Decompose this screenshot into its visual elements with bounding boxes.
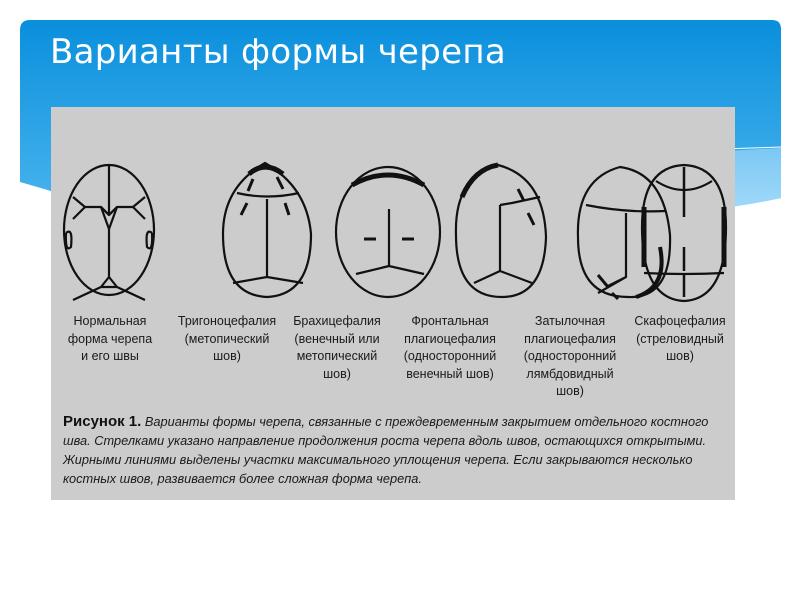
caption-text: Варианты формы черепа, связанные с прежд… — [63, 414, 709, 486]
skull-labels: Нормальная форма черепа и его швы Тригон… — [51, 313, 735, 413]
figure-caption: Рисунок 1. Варианты формы черепа, связан… — [63, 412, 729, 488]
label-trigonocephaly: Тригоноцефалия (метопический шов) — [177, 314, 277, 363]
label-frontal-plagiocephaly: Фронтальная плагиоцефалия (односторонний… — [403, 314, 497, 381]
skull-frontal-plagiocephaly-diagram — [454, 162, 548, 299]
label-scaphocephaly: Скафоцефалия (стреловидный шов) — [634, 314, 726, 363]
label-occipital-plagiocephaly: Затылочная плагиоцефалия (односторонний … — [523, 314, 617, 398]
skull-scaphocephaly-diagram — [640, 163, 728, 303]
skull-trigonocephaly-diagram — [221, 161, 313, 299]
skull-normal-diagram — [62, 163, 156, 301]
slide-title: Варианты формы черепа — [50, 32, 506, 72]
label-brachycephaly: Брахицефалия (венечный или метопический … — [293, 314, 381, 381]
skull-occipital-plagiocephaly-diagram — [576, 165, 672, 301]
skull-brachycephaly-diagram — [334, 165, 442, 299]
skull-diagrams — [62, 161, 728, 303]
caption-heading: Рисунок 1. — [63, 413, 142, 430]
label-normal: Нормальная форма черепа и его швы — [67, 314, 153, 363]
skull-shapes-figure: Нормальная форма черепа и его швы Тригон… — [51, 107, 735, 500]
